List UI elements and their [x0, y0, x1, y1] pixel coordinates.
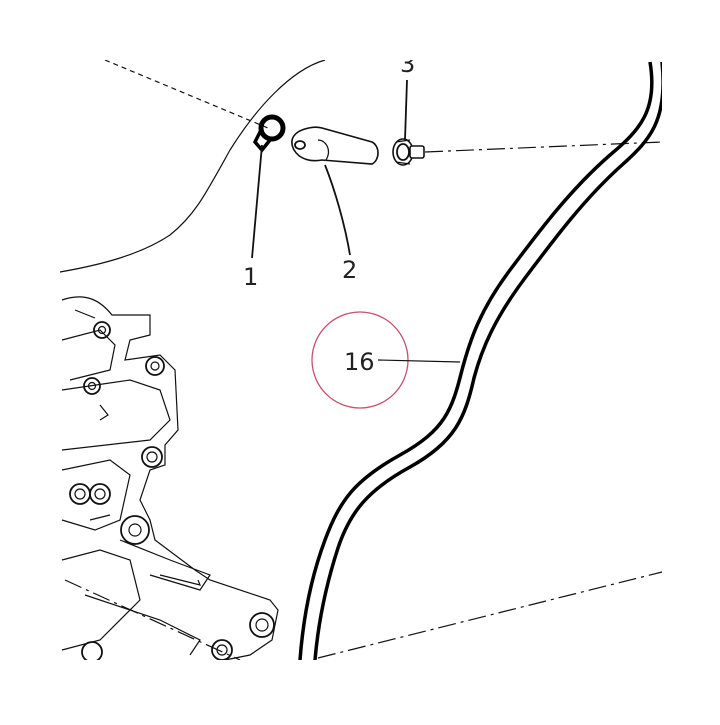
top-crop-mask — [0, 0, 720, 60]
axis-line-bottom-left — [64, 579, 241, 661]
part-3-clamp — [392, 138, 425, 166]
callout-label-2: 2 — [342, 256, 357, 284]
left-crop-mask — [0, 0, 60, 720]
engine-assembly — [61, 296, 279, 663]
right-crop-mask — [662, 0, 720, 720]
callout-label-1: 1 — [243, 263, 258, 291]
part-2-hose — [291, 126, 379, 165]
leader-line-2 — [324, 164, 351, 256]
dashed-reference-line — [104, 59, 269, 129]
leader-line-3 — [404, 79, 408, 141]
leader-line-1 — [251, 144, 263, 259]
hose-16 — [298, 61, 665, 661]
body-panel-outline — [59, 59, 326, 273]
leader-line-16 — [377, 359, 461, 363]
bottom-crop-mask — [0, 660, 720, 720]
axis-line-bottom-right — [317, 571, 663, 659]
part-1-clip — [252, 114, 286, 153]
callout-label-16: 16 — [344, 348, 375, 376]
axis-line-top — [424, 141, 663, 153]
callout-16-highlight-circle — [311, 311, 409, 409]
